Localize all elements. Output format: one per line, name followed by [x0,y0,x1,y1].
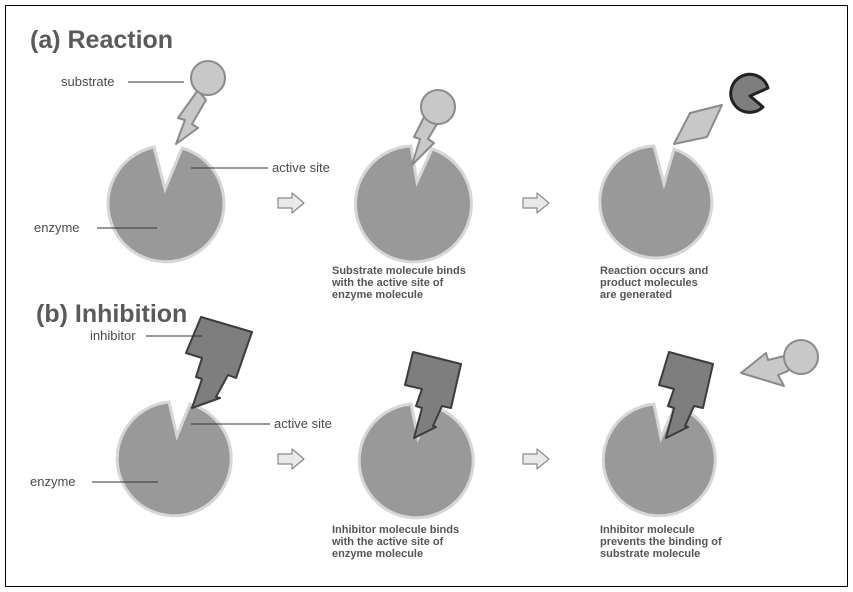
product-diamond [673,104,723,145]
enzyme-diagram: (a) Reaction substrate active site enzym… [30,26,819,560]
caption-a2-line3: enzyme molecule [332,289,423,301]
caption-b3-line3: substrate molecule [600,548,700,560]
substrate-bound-a2 [411,89,456,166]
enzyme-b1 [115,400,233,518]
caption-b2-line3: enzyme molecule [332,548,423,560]
diagram-frame: (a) Reaction substrate active site enzym… [5,5,848,587]
caption-b3-line1: Inhibitor molecule [600,524,695,536]
step-arrow-b1 [277,448,305,470]
caption-b3-line2: prevents the binding of [600,536,722,548]
active-site-label-a: active site [272,160,330,175]
inhibitor-bound-b2 [404,351,462,439]
substrate-blocked-b3 [740,339,819,387]
caption-a2-line2: with the active site of [331,277,444,289]
caption-a2-line1: Substrate molecule binds [332,265,466,277]
caption-b2-line1: Inhibitor molecule binds [332,524,459,536]
panel-b-title: (b) Inhibition [36,300,187,328]
substrate-a1 [175,60,226,145]
substrate-label: substrate [61,74,114,89]
panel-a-title: (a) Reaction [30,26,173,54]
enzyme-label-a: enzyme [34,220,80,235]
inhibitor-b1 [185,316,253,409]
active-site-label-b: active site [274,416,332,431]
caption-a3-line3: are generated [600,289,672,301]
caption-a3-line2: product molecules [600,277,698,289]
caption-b2-line2: with the active site of [331,536,444,548]
inhibitor-label: inhibitor [90,328,136,343]
enzyme-a2-body [353,144,473,264]
enzyme-a3 [598,144,714,260]
step-arrow-a1 [277,192,305,214]
inhibitor-bound-b3 [658,351,714,439]
enzyme-b2 [357,402,475,520]
enzyme-label-b: enzyme [30,474,76,489]
enzyme-b3 [601,402,717,518]
step-arrow-b2 [522,448,550,470]
caption-a3-line1: Reaction occurs and [600,265,708,277]
enzyme-a1 [106,145,226,264]
product-pacman [729,72,770,114]
step-arrow-a2 [522,192,550,214]
